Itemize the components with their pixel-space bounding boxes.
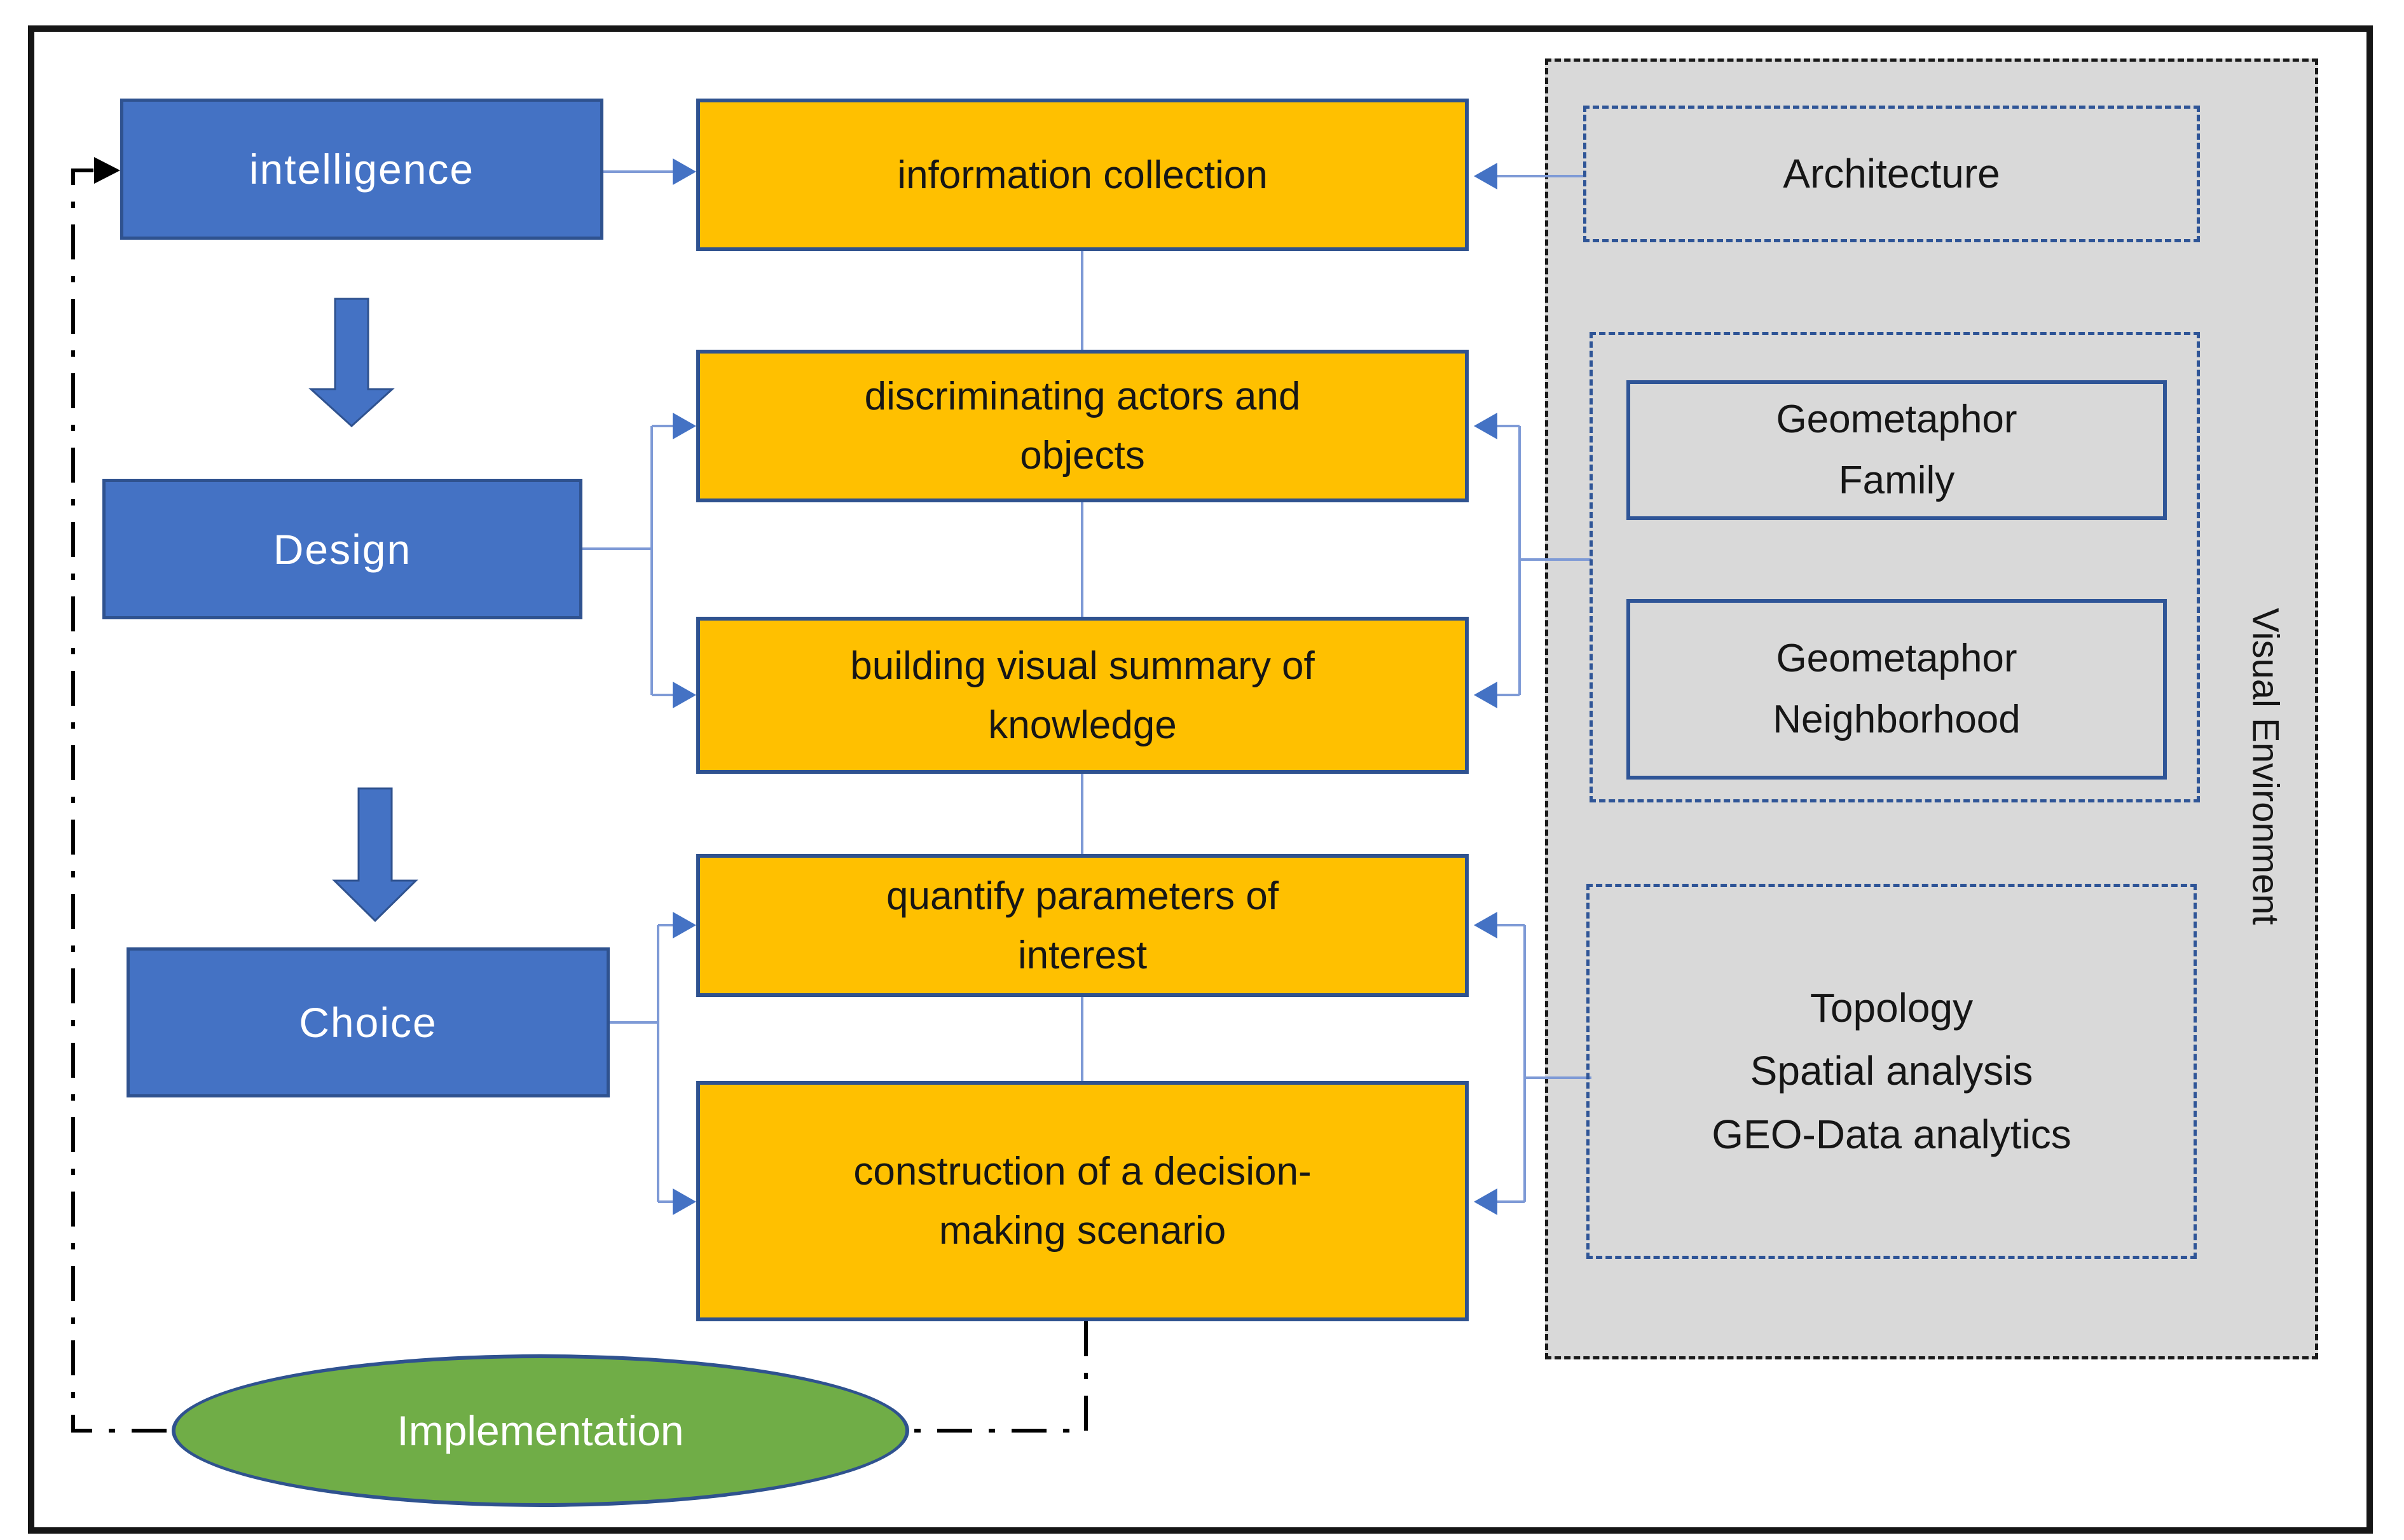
task-construction-box: construction of a decision- making scena…: [696, 1081, 1469, 1321]
arrowhead-icon: [673, 682, 696, 708]
figure-border: [28, 25, 2373, 1534]
analytics-label: Topology Spatial analysis GEO-Data analy…: [1712, 985, 2071, 1157]
architecture-box: Architecture: [1583, 106, 2200, 242]
stage-intelligence-label: intelligence: [249, 146, 475, 193]
arrowhead-icon: [673, 158, 696, 185]
analytics-branch-lines: [1497, 924, 1591, 1203]
geometaphor-group-box: [1590, 332, 2200, 802]
arrowhead-icon: [673, 1188, 696, 1215]
task-construction-label: construction of a decision- making scena…: [853, 1150, 1312, 1253]
implementation-label: Implementation: [397, 1407, 684, 1454]
stage-choice-label: Choice: [299, 999, 437, 1046]
task-quantify-label: quantify parameters of interest: [886, 874, 1279, 977]
arrowhead-icon: [1474, 1188, 1497, 1215]
arrowhead-icon: [673, 912, 696, 938]
architecture-label: Architecture: [1783, 150, 2000, 196]
geometaphor-neighborhood-label: Geometaphor Neighborhood: [1773, 636, 2021, 741]
arrowhead-icon: [1474, 682, 1497, 708]
feedback-implementation-to-intelligence: [71, 168, 167, 1433]
implementation-ellipse: Implementation: [172, 1354, 909, 1507]
task-discriminating-label: discriminating actors and objects: [864, 375, 1301, 478]
task-information-collection-label: information collection: [897, 153, 1268, 197]
choice-branch-lines: [610, 924, 673, 1203]
geometaphor-family-label: Geometaphor Family: [1776, 397, 2017, 502]
stage-intelligence-box: intelligence: [120, 99, 603, 240]
feedback-construction-to-implementation: [914, 1321, 1088, 1433]
connector-lines: [582, 170, 1591, 1203]
stage-flow-arrows: [308, 298, 418, 923]
task-information-collection-box: information collection: [696, 99, 1469, 251]
design-branch-lines: [582, 425, 673, 696]
arrowhead-icon: [1474, 912, 1497, 938]
visual-environment-title: Visual Environment: [2244, 607, 2286, 925]
task-discriminating-box: discriminating actors and objects: [696, 350, 1469, 502]
arrowhead-icon: [1474, 163, 1497, 189]
geometaphor-neighborhood-box: Geometaphor Neighborhood: [1626, 599, 2167, 780]
geometaphor-branch-lines: [1497, 425, 1591, 696]
geometaphor-family-box: Geometaphor Family: [1626, 380, 2167, 520]
down-block-arrow-icon: [332, 787, 418, 923]
task-building-box: building visual summary of knowledge: [696, 617, 1469, 774]
arrowhead-icon: [1474, 413, 1497, 439]
connector-arrowheads: [673, 158, 1497, 1215]
down-block-arrow-icon: [308, 298, 395, 428]
feedback-arrowhead-icon: [94, 157, 120, 184]
stage-design-label: Design: [273, 525, 412, 573]
stage-choice-box: Choice: [127, 947, 610, 1097]
stage-design-box: Design: [102, 479, 582, 619]
task-building-label: building visual summary of knowledge: [850, 643, 1315, 747]
visual-environment-label: Visual Environment: [2235, 413, 2296, 1119]
analytics-box: Topology Spatial analysis GEO-Data analy…: [1586, 884, 2197, 1259]
feedback-dashdot-lines: [71, 168, 1088, 1433]
task-quantify-box: quantify parameters of interest: [696, 854, 1469, 997]
arrowhead-icon: [673, 413, 696, 439]
